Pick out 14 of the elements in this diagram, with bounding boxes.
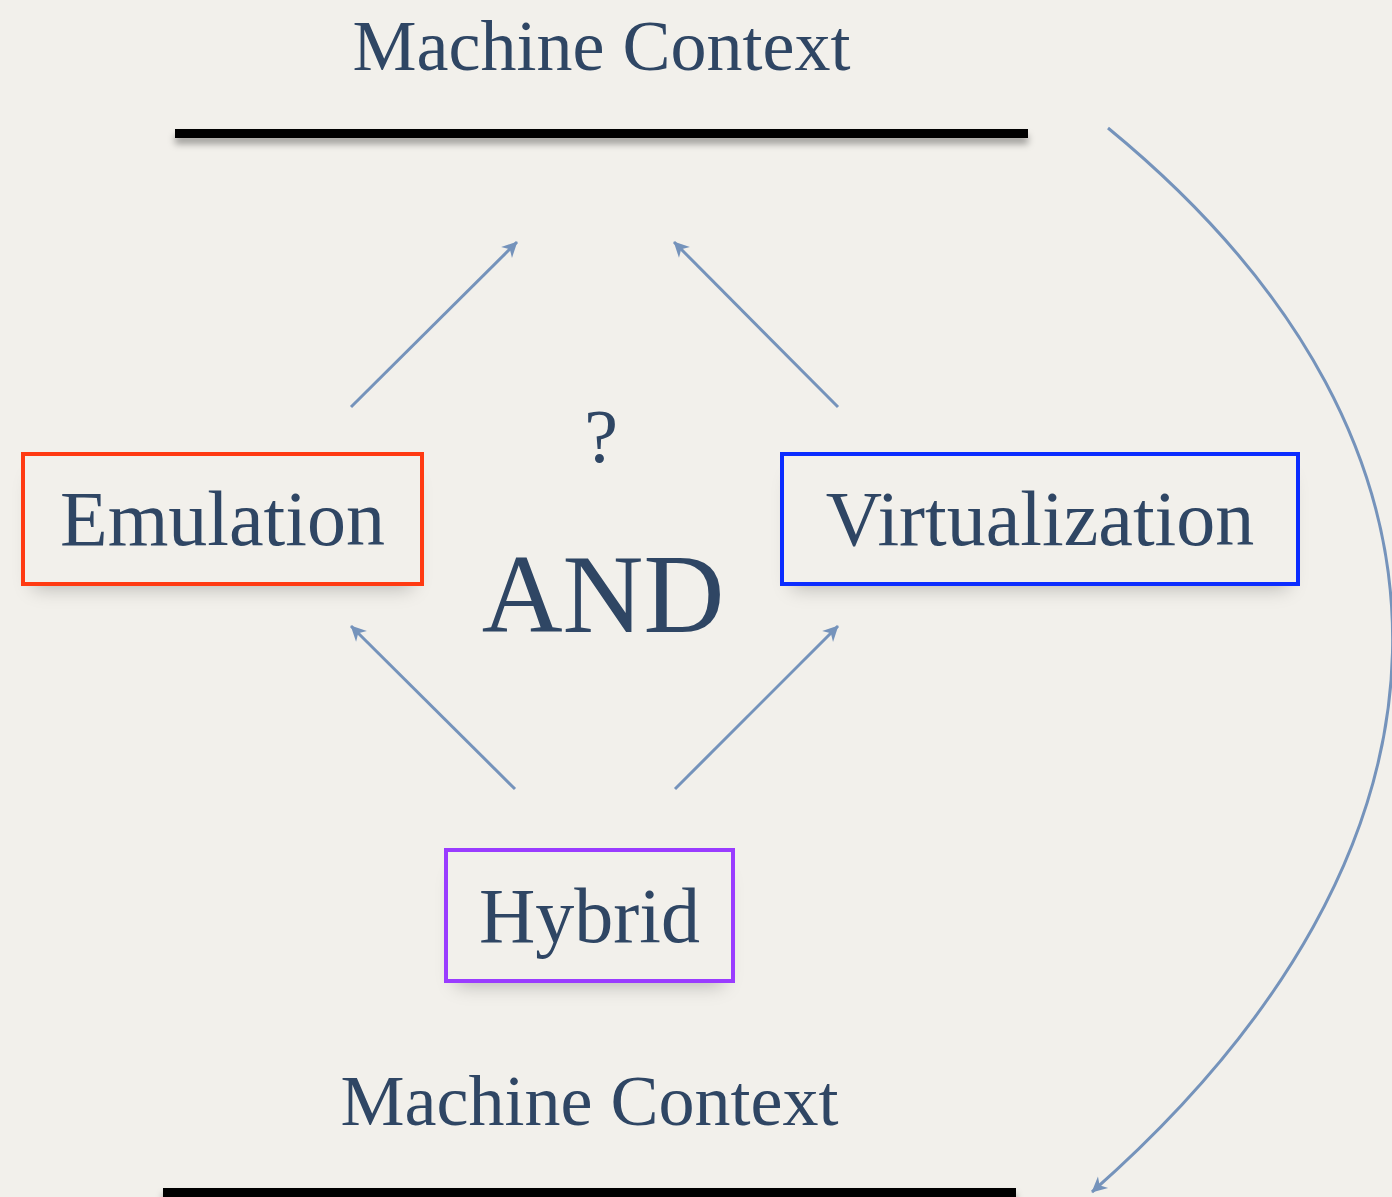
term-box xyxy=(444,848,735,983)
arrow xyxy=(1090,126,1392,1194)
conjunction-label: AND xyxy=(481,538,725,650)
term-box xyxy=(21,452,424,586)
arrow xyxy=(349,240,519,409)
arrow xyxy=(672,240,840,409)
heading: Machine Context xyxy=(352,10,851,82)
term-label: Virtualization xyxy=(825,480,1255,558)
question-mark: ? xyxy=(584,398,618,474)
heading: Machine Context xyxy=(340,1065,839,1137)
arrow xyxy=(349,624,517,791)
term-box xyxy=(780,452,1300,586)
arrow xyxy=(673,624,840,791)
term-label: Emulation xyxy=(60,480,385,558)
